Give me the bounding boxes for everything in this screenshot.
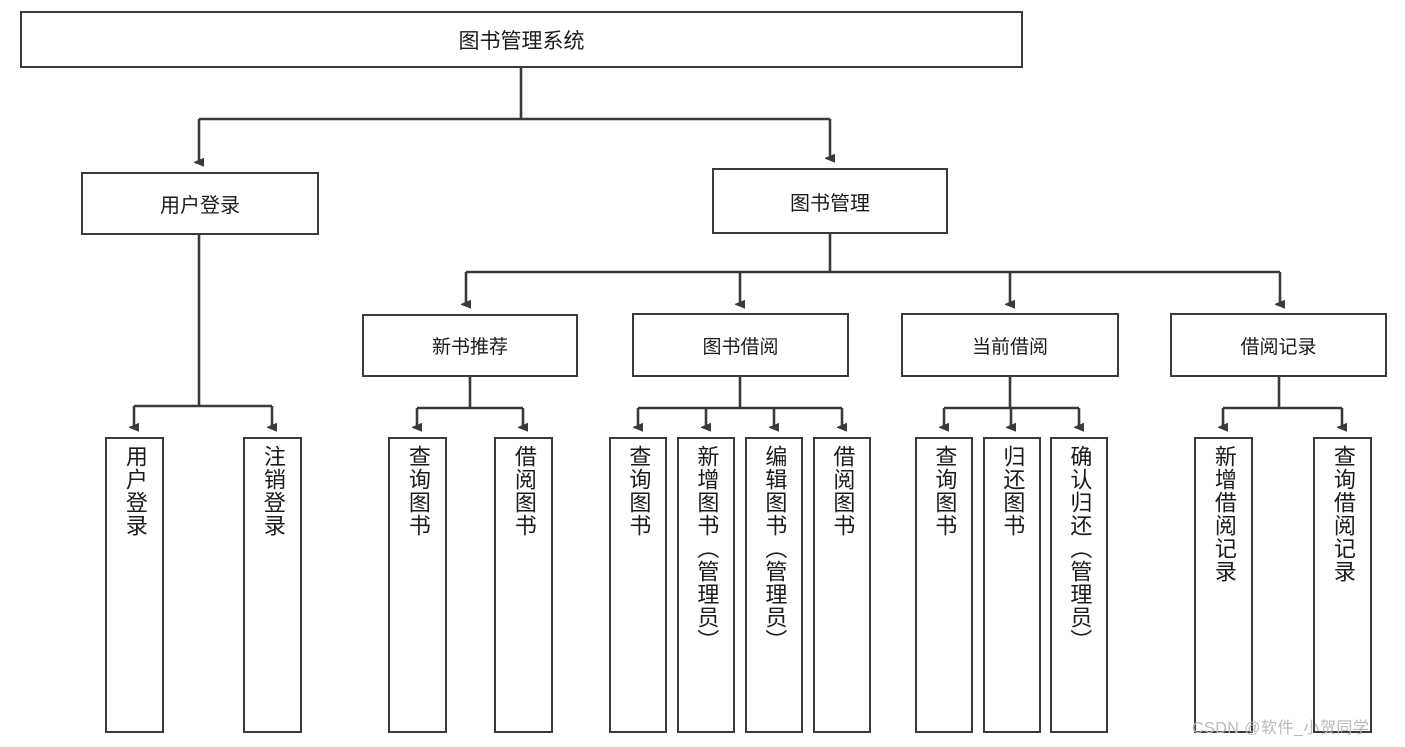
csdn-watermark: CSDN @软件_小贺同学 [1192,720,1370,737]
node-root-system[interactable]: 图书管理系统 [20,11,1023,68]
leaf-label: 新增图书（管理员） [694,445,720,652]
node-label: 当前借阅 [971,336,1048,358]
leaf-recommend-query-book[interactable]: 查询图书 [388,437,447,733]
leaf-recommend-borrow-book[interactable]: 借阅图书 [494,437,553,733]
leaf-label: 查询借阅记录 [1330,445,1356,583]
leaf-borrow-add-book-admin[interactable]: 新增图书（管理员） [677,437,735,733]
leaf-label: 借阅图书 [511,445,537,537]
leaf-label: 查询图书 [932,445,958,537]
leaf-label: 查询图书 [405,445,431,537]
node-label: 用户登录 [160,195,240,217]
node-current-borrow[interactable]: 当前借阅 [901,313,1119,377]
node-book-management[interactable]: 图书管理 [712,168,948,234]
node-label: 借阅记录 [1240,336,1317,358]
leaf-label: 查询图书 [626,445,652,537]
leaf-user-login-login[interactable]: 用户登录 [105,437,164,733]
leaf-current-return-book[interactable]: 归还图书 [983,437,1041,733]
leaf-current-confirm-return-admin[interactable]: 确认归还（管理员） [1050,437,1108,733]
leaf-borrow-query-book[interactable]: 查询图书 [609,437,667,733]
leaf-current-query-book[interactable]: 查询图书 [915,437,973,733]
leaf-label: 新增借阅记录 [1211,445,1237,583]
leaf-label: 编辑图书（管理员） [762,445,788,652]
node-label: 图书借阅 [702,336,779,358]
node-new-book-recommend[interactable]: 新书推荐 [362,314,578,377]
leaf-user-login-logout[interactable]: 注销登录 [243,437,302,733]
node-label: 图书管理 [790,192,870,215]
leaf-label: 确认归还（管理员） [1067,445,1093,652]
leaf-label: 用户登录 [122,445,148,537]
leaf-record-query-record[interactable]: 查询借阅记录 [1313,437,1372,733]
node-book-borrow[interactable]: 图书借阅 [632,313,849,377]
leaf-borrow-edit-book-admin[interactable]: 编辑图书（管理员） [745,437,803,733]
leaf-label: 注销登录 [260,445,286,537]
node-user-login[interactable]: 用户登录 [81,172,319,235]
node-label: 新书推荐 [431,337,508,358]
node-label: 图书管理系统 [458,29,585,53]
leaf-record-add-record[interactable]: 新增借阅记录 [1194,437,1253,733]
leaf-borrow-borrow-book[interactable]: 借阅图书 [813,437,871,733]
node-borrow-record[interactable]: 借阅记录 [1170,313,1387,377]
leaf-label: 归还图书 [1000,445,1026,537]
leaf-label: 借阅图书 [830,445,856,537]
